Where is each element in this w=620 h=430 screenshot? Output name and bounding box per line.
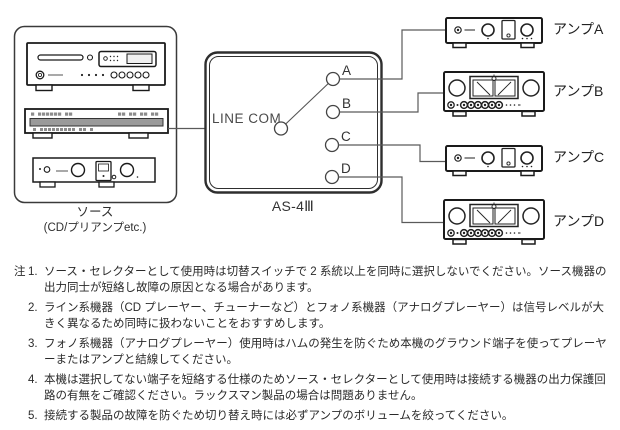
contact-c-terminal (324, 137, 340, 153)
contact-c-label: C (341, 129, 351, 144)
note-text: ソース・セレクターとして使用時は切替スイッチで 2 系統以上を同時に選択しないで… (44, 266, 607, 294)
selector-box: LINE COM A B C D (204, 51, 383, 194)
note-item: 5. 接続する製品の故障を防ぐため切り替え時には必ずアンプのボリュームを絞ってく… (14, 408, 610, 424)
wire-d (338, 176, 443, 224)
diagram-svg: ソース (CD/プリアンプetc.) LINE COM A B C D AS-4… (13, 17, 604, 245)
selector-model-label: AS-4Ⅲ (272, 198, 314, 214)
contact-a-label: A (342, 63, 351, 78)
note-item: 注 1. ソース・セレクターとして使用時は切替スイッチで 2 系統以上を同時に選… (14, 264, 610, 296)
note-number: 2. (28, 302, 38, 314)
amp-wires (338, 29, 445, 224)
amp-d-label: アンプD (553, 213, 604, 229)
wire-c (338, 144, 445, 163)
amp-a-drawing (445, 17, 543, 49)
power-knob-icon (35, 70, 45, 80)
switch-arm (285, 83, 329, 125)
wire-b (339, 92, 443, 113)
note-item: 4. 本機は選択してない端子を短絡する仕様のためソース・セレクターとして使用時は… (14, 372, 610, 404)
contact-b-label: B (342, 96, 351, 111)
amp-a-label: アンプA (553, 21, 604, 37)
com-label: LINE COM (212, 111, 281, 126)
button-row-top (31, 112, 159, 116)
note-text: ライン系機器（CD プレーヤー、チューナーなど）とフォノ系機器（アナログプレーヤ… (44, 302, 604, 330)
preamp-drawing (32, 157, 156, 188)
cd-player-drawing (26, 42, 166, 92)
amp-b-label: アンプB (553, 83, 603, 99)
note-number: 3. (28, 338, 38, 350)
note-item: 3. フォノ系機器（アナログプレーヤー）使用時はハムの発生を防ぐため本機のグラウ… (14, 336, 610, 368)
note-prefix (14, 372, 28, 404)
volume-knob-icon (70, 162, 86, 178)
amp-c-label: アンプC (553, 149, 604, 165)
tuner-drawing (24, 108, 169, 139)
selector-knob-icon (119, 162, 135, 178)
note-text: 接続する製品の故障を防ぐため切り替え時には必ずアンプのボリュームを絞ってください… (44, 410, 514, 422)
note-number: 4. (28, 374, 38, 386)
contact-d-label: D (341, 161, 351, 176)
contact-a-terminal (325, 71, 341, 87)
source-label: ソース (77, 205, 114, 219)
note-text: フォノ系機器（アナログプレーヤー）使用時はハムの発生を防ぐため本機のグラウンド端… (44, 338, 607, 366)
button-row-bottom (33, 128, 93, 131)
note-prefix: 注 (14, 266, 26, 278)
note-text: 本機は選択してない端子を短絡する仕様のためソース・セレクターとして使用時は接続す… (44, 374, 606, 402)
source-equipment-group: ソース (CD/プリアンプetc.) (13, 25, 178, 234)
note-prefix (14, 300, 28, 332)
notes-section: 注 1. ソース・セレクターとして使用時は切替スイッチで 2 系統以上を同時に選… (0, 252, 620, 424)
amp-c-drawing (445, 145, 543, 177)
note-item: 2. ライン系機器（CD プレーヤー、チューナーなど）とフォノ系機器（アナログプ… (14, 300, 610, 332)
note-number: 5. (28, 410, 38, 422)
contact-b-terminal (325, 104, 341, 120)
com-terminal (273, 121, 289, 136)
wire-a (339, 29, 445, 80)
disc-tray-icon (37, 54, 84, 61)
contact-d-terminal (324, 169, 340, 185)
note-number: 1. (28, 266, 38, 278)
source-sublabel: (CD/プリアンプetc.) (44, 221, 147, 234)
connection-diagram: ソース (CD/プリアンプetc.) LINE COM A B C D AS-4… (13, 17, 604, 245)
note-prefix (14, 336, 28, 368)
amp-d-drawing (443, 199, 545, 245)
amp-b-drawing (443, 71, 545, 117)
note-prefix (14, 408, 28, 424)
display-strip-icon (29, 118, 164, 127)
